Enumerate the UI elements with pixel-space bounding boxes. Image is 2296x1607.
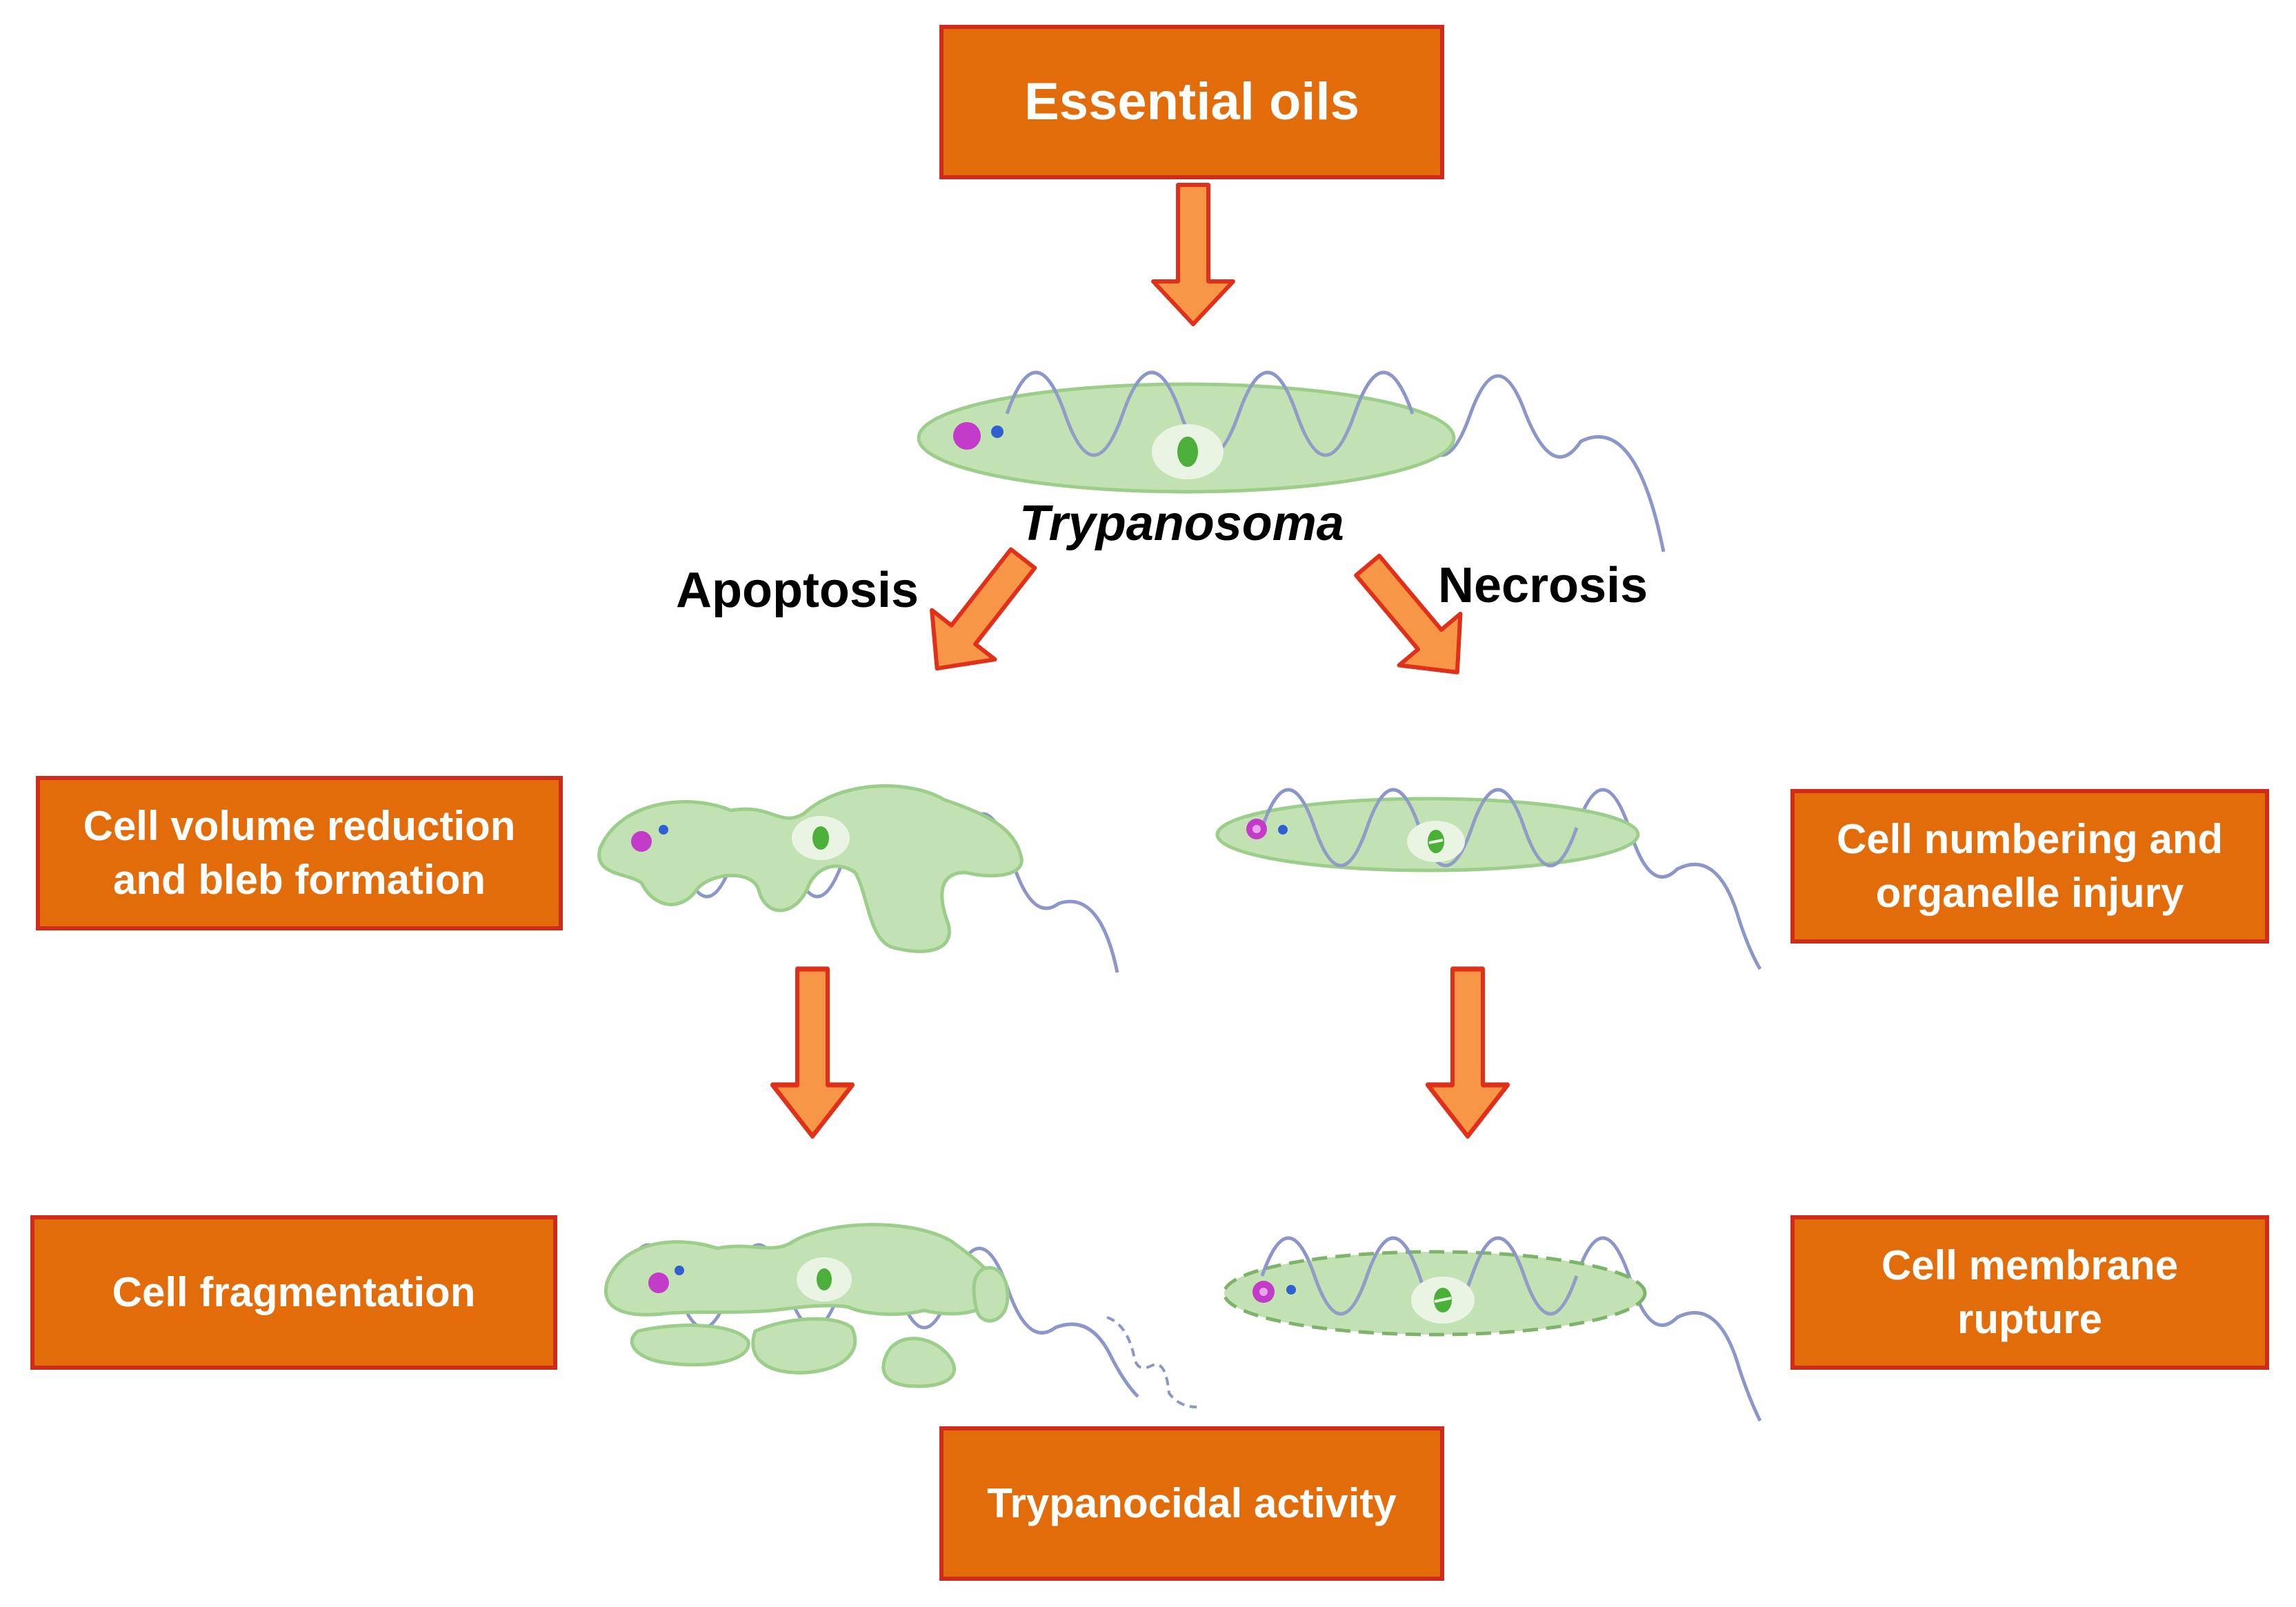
necrotic-cell-rupture — [1222, 1236, 1762, 1422]
cell-fragmentation-label: Cell fragmentation — [112, 1269, 476, 1315]
cell-volume-reduction-line2: and bleb formation — [113, 857, 486, 903]
cell-membrane-rupture-line2: rupture — [1957, 1296, 2102, 1342]
fragmented-cell — [604, 1223, 1197, 1408]
cell-membrane-rupture-line1: Cell membrane — [1881, 1242, 2179, 1288]
trypanosoma-label: Trypanosoma — [1019, 496, 1344, 551]
arrow-apoptosis-icon — [906, 534, 1055, 693]
trypanocidal-activity-box: Trypanocidal activity — [939, 1426, 1444, 1581]
cell-volume-reduction-box: Cell volume reduction and bleb formation — [36, 776, 563, 930]
apoptosis-label: Apoptosis — [676, 563, 919, 618]
arrow-down-left-icon — [772, 969, 852, 1136]
trypanosoma-cell — [917, 370, 1666, 552]
cell-numbering-line1: Cell numbering and — [1836, 816, 2224, 862]
cell-volume-reduction-line1: Cell volume reduction — [83, 803, 516, 849]
essential-oils-label: Essential oils — [1024, 72, 1359, 131]
necrotic-cell-injury — [1215, 788, 1762, 970]
essential-oils-box: Essential oils — [939, 25, 1444, 179]
apoptotic-cell — [597, 784, 1119, 973]
cell-numbering-box: Cell numbering and organelle injury — [1790, 789, 2269, 944]
cell-fragmentation-box: Cell fragmentation — [30, 1215, 557, 1370]
arrow-down-right-icon — [1428, 969, 1508, 1136]
arrow-down-icon — [1153, 185, 1233, 324]
necrosis-label: Necrosis — [1438, 558, 1648, 613]
cell-numbering-line2: organelle injury — [1875, 870, 2184, 916]
cell-membrane-rupture-box: Cell membrane rupture — [1790, 1215, 2269, 1370]
trypanocidal-activity-label: Trypanocidal activity — [987, 1480, 1397, 1526]
